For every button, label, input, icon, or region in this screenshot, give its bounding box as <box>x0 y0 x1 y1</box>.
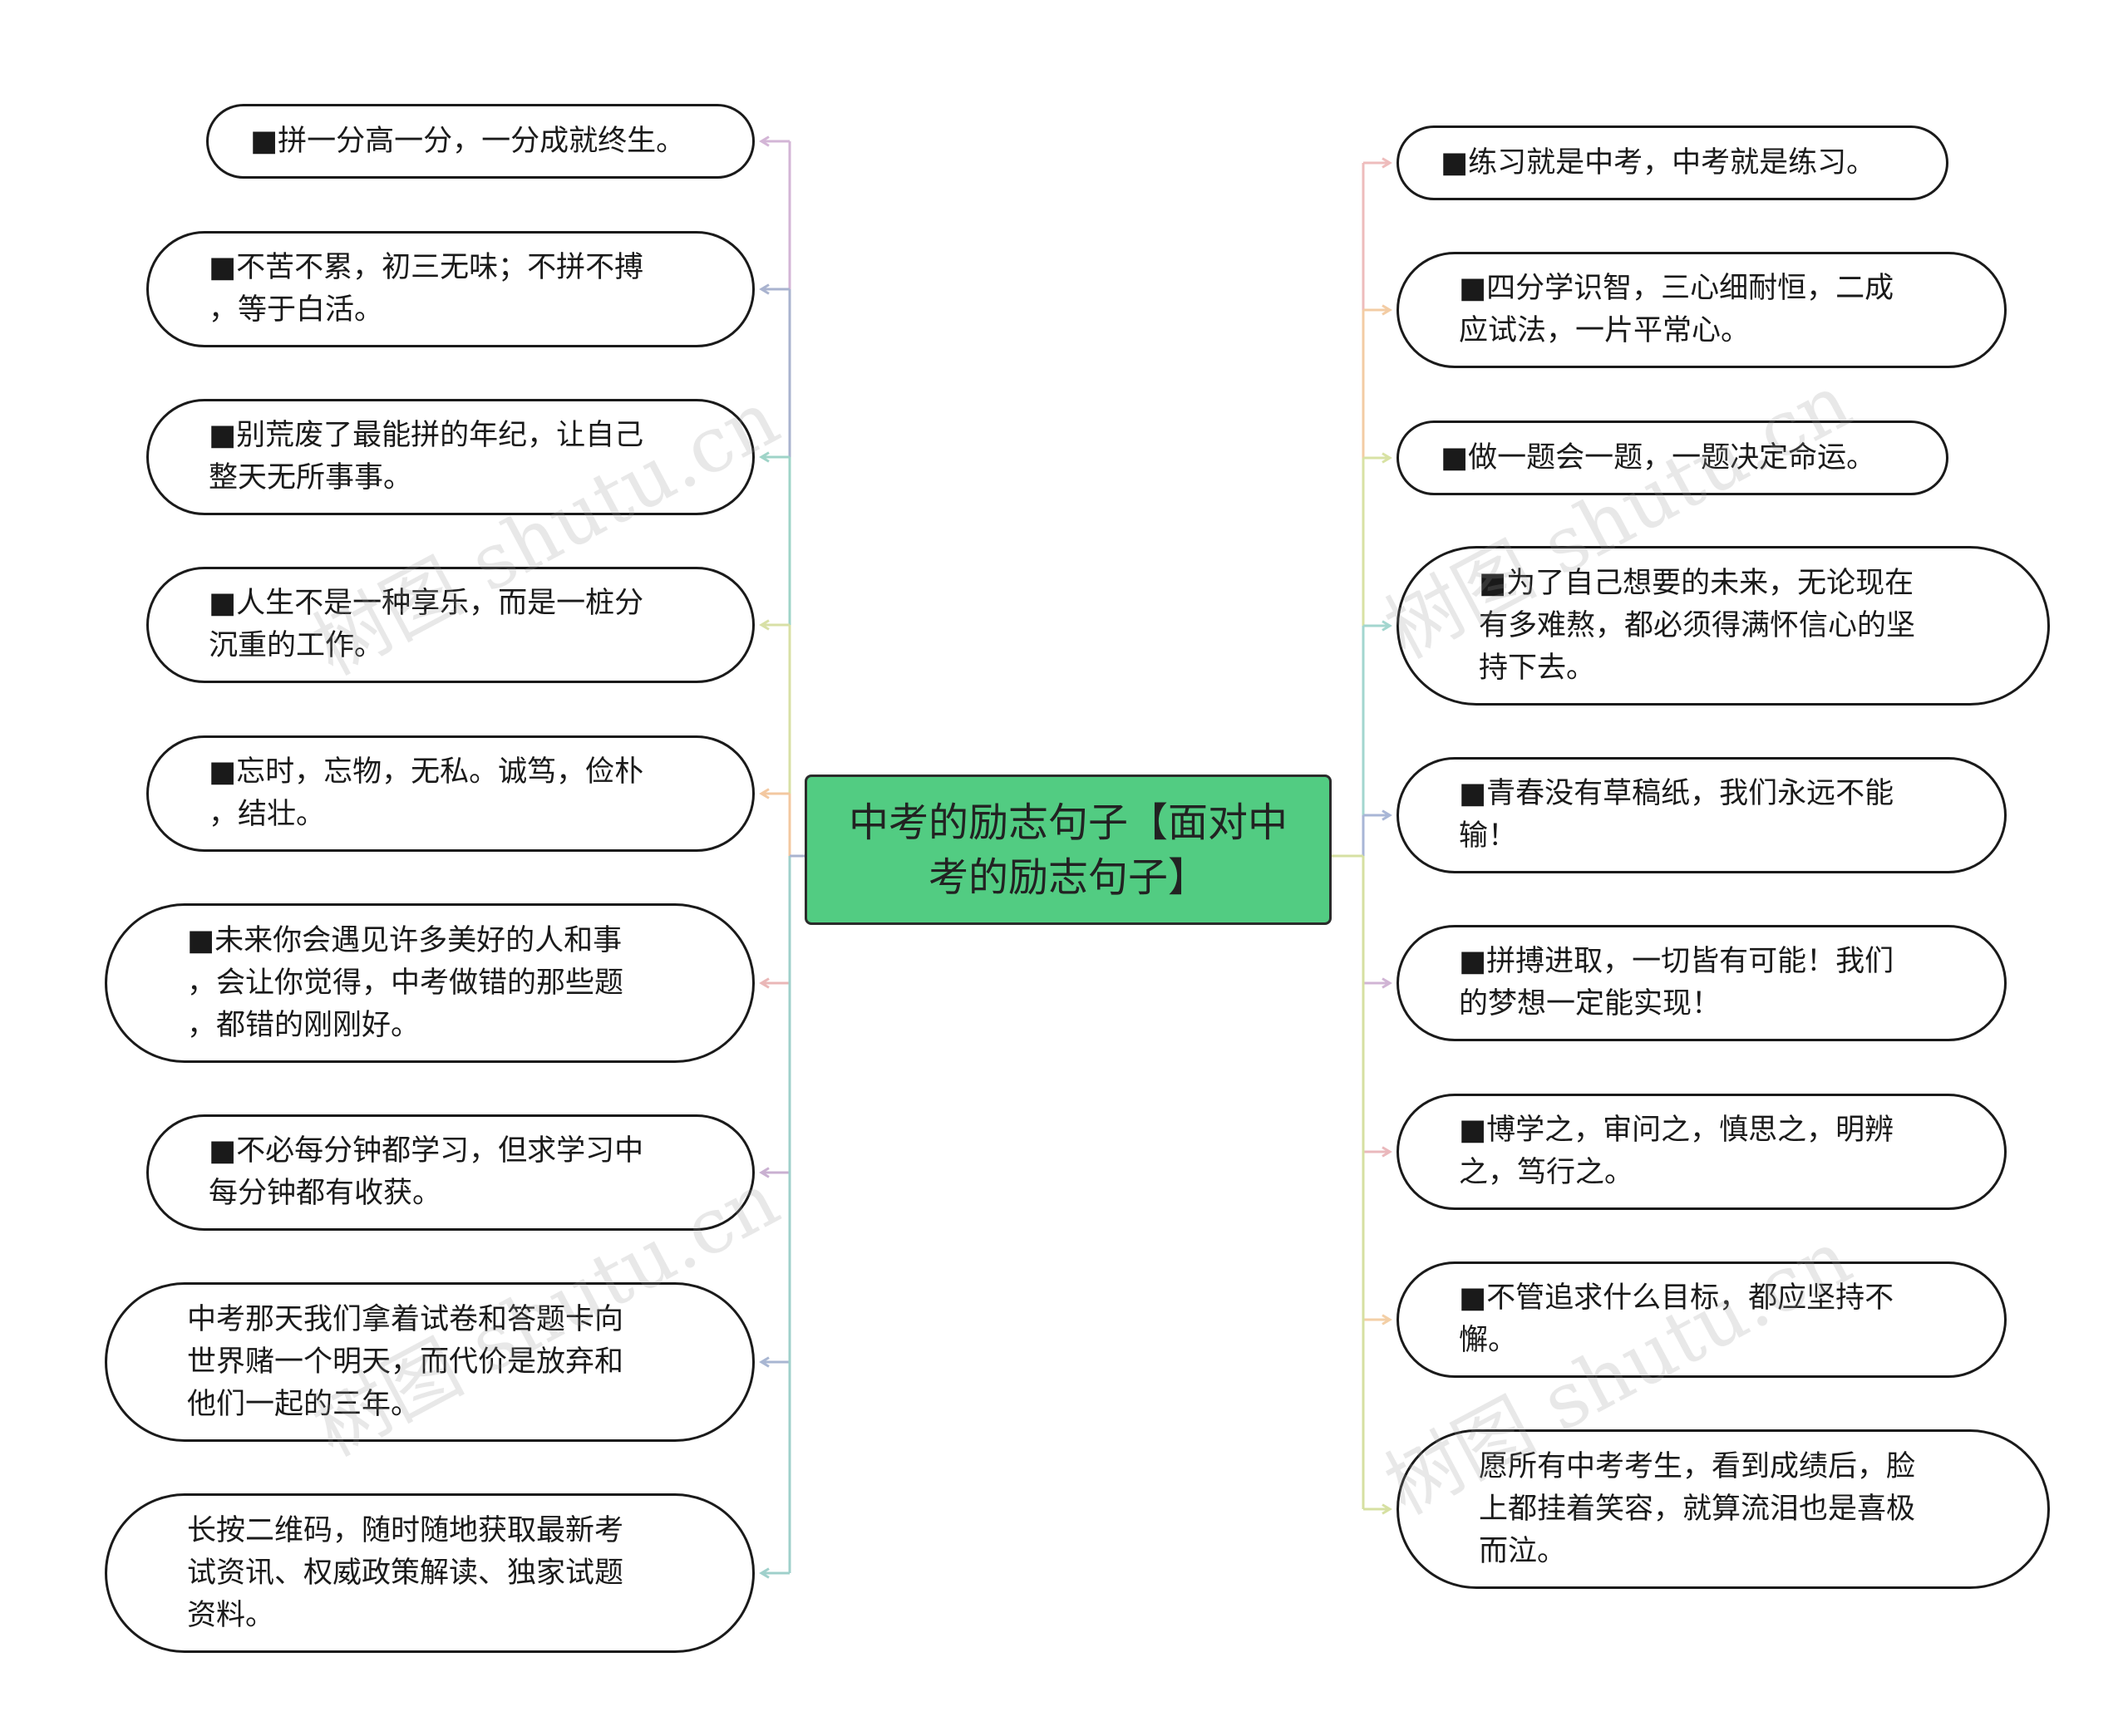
connector-arrowhead <box>1382 809 1392 821</box>
connector-arrowhead <box>1382 452 1392 464</box>
connector-arrowhead <box>759 451 770 463</box>
branch-text: ■不必每分钟都学习，但求学习中 每分钟都有收获。 <box>209 1134 644 1210</box>
connector-arrowhead <box>1382 157 1392 169</box>
connector-arrowhead <box>759 283 770 295</box>
connector-arrowhead <box>1382 304 1392 316</box>
branch-text: 愿所有中考考生，看到成绩后，脸 上都挂着笑容，就算流泪也是喜极 而泣。 <box>1479 1449 1916 1568</box>
root-topic-node[interactable]: 中考的励志句子【面对中考的励志句子】 <box>805 775 1332 925</box>
branch-text: ■青春没有草稿纸，我们永远不能 输！ <box>1459 777 1894 853</box>
left-branch-node-2[interactable]: ■不苦不累，初三无味；不拼不搏 ，等于白活。 <box>146 231 755 347</box>
connector-arrowhead <box>1382 977 1392 989</box>
right-branch-node-7[interactable]: ■博学之，审问之，慎思之，明辨 之，笃行之。 <box>1396 1094 2007 1210</box>
branch-text: ■忘时，忘物，无私。诚笃，俭朴 ，结壮。 <box>209 755 644 831</box>
branch-text: ■不苦不累，初三无味；不拼不搏 ，等于白活。 <box>209 251 644 327</box>
connector-arrowhead <box>759 1567 770 1579</box>
left-branch-node-3[interactable]: ■别荒废了最能拼的年纪，让自己 整天无所事事。 <box>146 399 755 515</box>
branch-text: ■不管追求什么目标，都应坚持不 懈。 <box>1459 1281 1894 1357</box>
right-branch-node-3[interactable]: ■做一题会一题，一题决定命运。 <box>1396 420 1948 495</box>
branch-text: ■做一题会一题，一题决定命运。 <box>1441 440 1876 475</box>
branch-text: ■博学之，审问之，慎思之，明辨 之，笃行之。 <box>1459 1114 1894 1189</box>
right-branch-node-2[interactable]: ■四分学识智，三心细耐恒，二成 应试法，一片平常心。 <box>1396 252 2007 368</box>
left-branch-node-8[interactable]: 中考那天我们拿着试卷和答题卡向 世界赌一个明天，而代价是放弃和 他们一起的三年。 <box>105 1282 755 1442</box>
right-branch-node-1[interactable]: ■练习就是中考，中考就是练习。 <box>1396 125 1948 200</box>
connector-arrowhead <box>759 1356 770 1368</box>
connector-arrowhead <box>1382 1146 1392 1158</box>
root-topic-label: 中考的励志句子【面对中考的励志句子】 <box>848 799 1288 901</box>
branch-text: ■拼一分高一分，一分成就终生。 <box>250 124 686 158</box>
left-branch-node-6[interactable]: ■未来你会遇见许多美好的人和事 ，会让你觉得，中考做错的那些题 ，都错的刚刚好。 <box>105 903 755 1063</box>
left-branch-node-4[interactable]: ■人生不是一种享乐，而是一桩分 沉重的工作。 <box>146 567 755 683</box>
branch-text: ■四分学识智，三心细耐恒，二成 应试法，一片平常心。 <box>1459 272 1894 347</box>
right-branch-node-9[interactable]: 愿所有中考考生，看到成绩后，脸 上都挂着笑容，就算流泪也是喜极 而泣。 <box>1396 1429 2050 1589</box>
branch-text: ■拼搏进取，一切皆有可能！我们 的梦想一定能实现！ <box>1459 945 1894 1020</box>
branch-text: 中考那天我们拿着试卷和答题卡向 世界赌一个明天，而代价是放弃和 他们一起的三年。 <box>187 1302 624 1421</box>
right-branch-node-6[interactable]: ■拼搏进取，一切皆有可能！我们 的梦想一定能实现！ <box>1396 925 2007 1041</box>
connector-arrowhead <box>1382 1314 1392 1325</box>
left-branch-node-5[interactable]: ■忘时，忘物，无私。诚笃，俭朴 ，结壮。 <box>146 735 755 852</box>
left-branch-node-1[interactable]: ■拼一分高一分，一分成就终生。 <box>206 104 755 179</box>
connector-arrowhead <box>759 977 770 989</box>
connector-arrowhead <box>759 135 770 147</box>
connector-arrowhead <box>1382 620 1392 632</box>
branch-text: 长按二维码，随时随地获取最新考 试资讯、权威政策解读、独家试题 资料。 <box>187 1513 624 1632</box>
branch-text: ■别荒废了最能拼的年纪，让自己 整天无所事事。 <box>209 419 644 494</box>
connector-arrowhead <box>759 619 770 631</box>
connector-arrowhead <box>759 1167 770 1178</box>
left-branch-node-9[interactable]: 长按二维码，随时随地获取最新考 试资讯、权威政策解读、独家试题 资料。 <box>105 1493 755 1653</box>
branch-text: ■练习就是中考，中考就是练习。 <box>1441 145 1876 180</box>
right-branch-node-8[interactable]: ■不管追求什么目标，都应坚持不 懈。 <box>1396 1261 2007 1378</box>
connector-arrowhead <box>1382 1503 1392 1515</box>
connector-arrowhead <box>759 788 770 799</box>
branch-text: ■未来你会遇见许多美好的人和事 ，会让你觉得，中考做错的那些题 ，都错的刚刚好。 <box>187 923 624 1042</box>
branch-text: ■人生不是一种享乐，而是一桩分 沉重的工作。 <box>209 587 644 662</box>
branch-text: ■为了自己想要的未来，无论现在 有多难熬，都必须得满怀信心的坚 持下去。 <box>1479 566 1916 685</box>
right-branch-node-4[interactable]: ■为了自己想要的未来，无论现在 有多难熬，都必须得满怀信心的坚 持下去。 <box>1396 546 2050 706</box>
left-branch-node-7[interactable]: ■不必每分钟都学习，但求学习中 每分钟都有收获。 <box>146 1114 755 1231</box>
right-branch-node-5[interactable]: ■青春没有草稿纸，我们永远不能 输！ <box>1396 757 2007 873</box>
